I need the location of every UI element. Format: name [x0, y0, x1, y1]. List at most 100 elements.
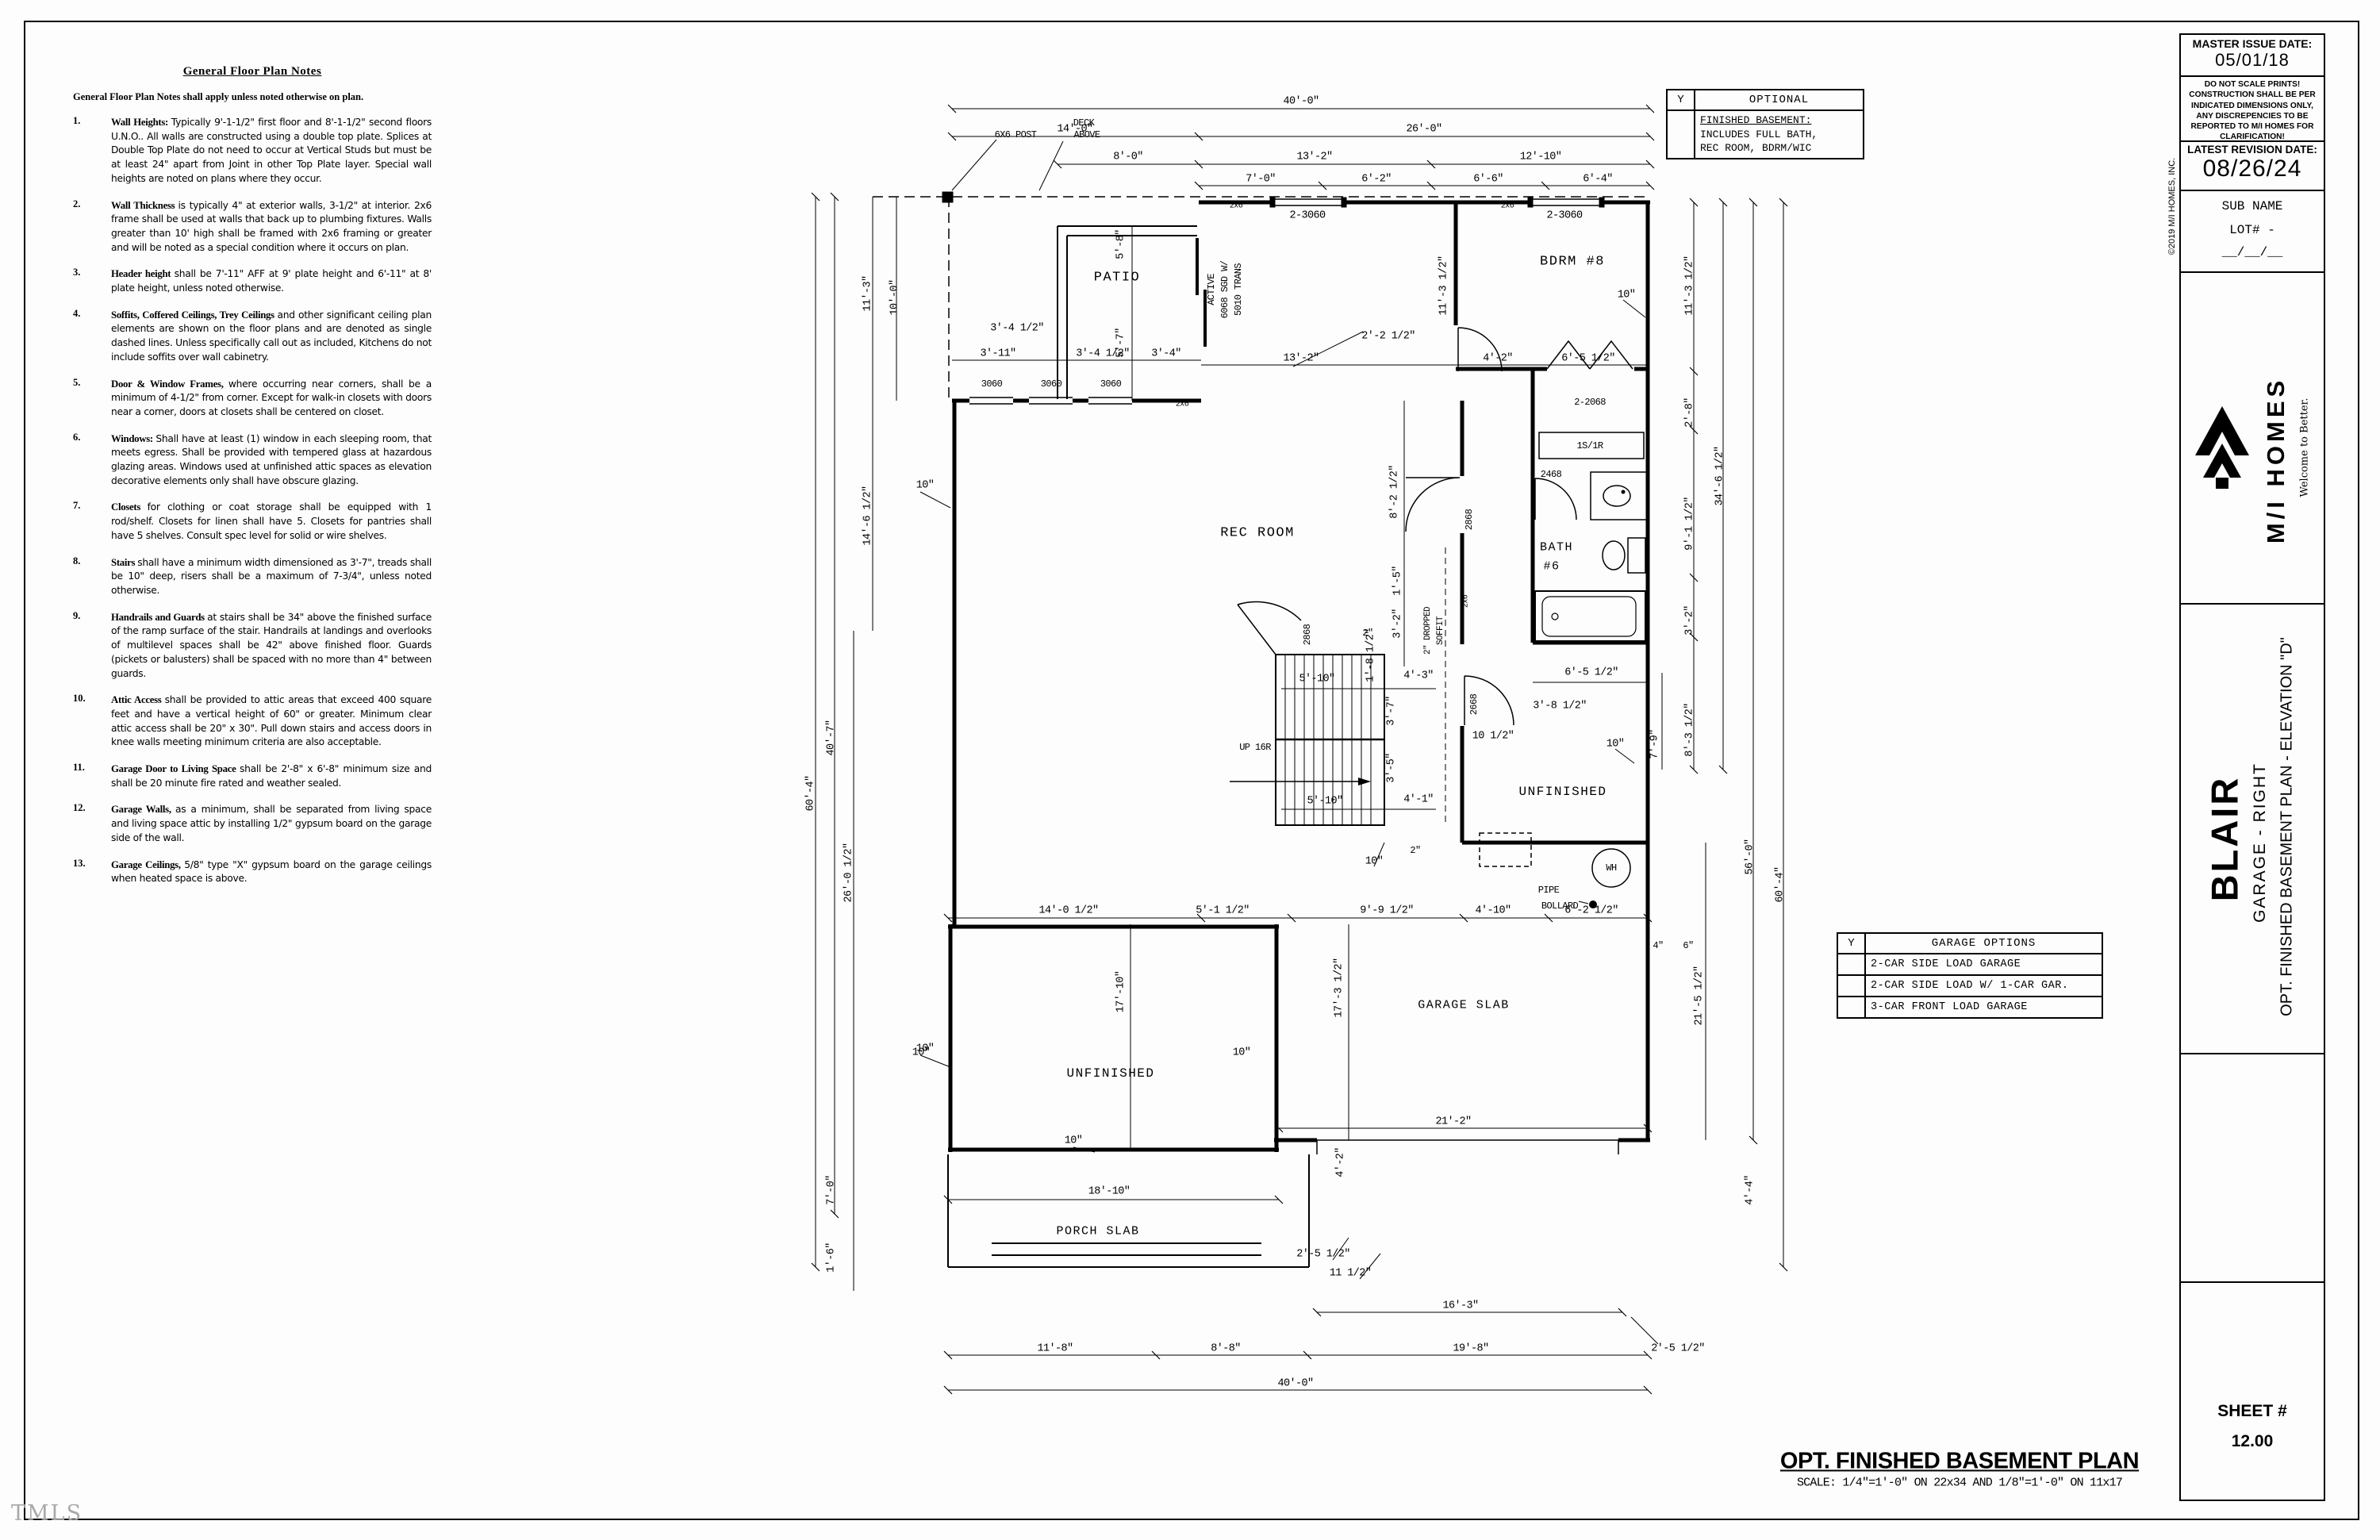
dim-label: 3'-7": [1385, 696, 1398, 726]
dim-label: 40'-0": [1277, 1377, 1314, 1390]
note-text: Garage Walls, as a minimum, shall be sep…: [111, 804, 432, 843]
dim-label: 1'-5": [1392, 566, 1404, 596]
dim-label: 4'-1": [1403, 793, 1434, 806]
note-text: Header height shall be 7'-11" AFF at 9' …: [111, 268, 432, 294]
dim-label: 2868: [1302, 624, 1313, 646]
note-item: 6. Windows: Shall have at least (1) windo…: [73, 432, 432, 489]
dim-label: 2'-5 1/2": [1651, 1342, 1705, 1355]
dim-label: 12'-10": [1519, 151, 1562, 163]
room-label-unfinished-right: UNFINISHED: [1518, 785, 1607, 799]
room-label-unfinished-left: UNFINISHED: [1066, 1066, 1155, 1081]
note-item: 2.Wall Thickness is typically 4" at exte…: [73, 198, 432, 255]
logo-box: M/I HOMES Welcome to Better.: [2181, 273, 2324, 605]
lot-number: LOT# -: [2229, 223, 2275, 237]
mi-homes-logo-mark: [2195, 406, 2249, 489]
optional-y-cell: Y: [1668, 90, 1695, 109]
dim-label: 8'-2 1/2": [1388, 465, 1401, 519]
dim-label: 2668: [1468, 693, 1480, 716]
dim-label: 2": [1362, 628, 1373, 639]
sheet-number: 12.00: [2231, 1432, 2274, 1450]
garage-y-cell: Y: [1838, 934, 1866, 953]
note-item: 5.Door & Window Frames, where occurring …: [73, 377, 432, 420]
dim-label: 6'-2": [1361, 173, 1392, 186]
dim-label: 8'-8": [1211, 1342, 1241, 1355]
dim-label: 2468: [1540, 469, 1562, 480]
dim-label: 11 1/2": [1329, 1267, 1372, 1280]
dim-label: ACTIVE: [1206, 274, 1217, 305]
dim-label: 60'-4": [1774, 866, 1787, 903]
dim-label: 7'-0": [825, 1175, 838, 1205]
model-box: BLAIR GARAGE - RIGHT OPT. FINISHED BASEM…: [2181, 605, 2324, 1054]
master-issue-label: MASTER ISSUE DATE:: [2192, 37, 2313, 50]
dim-label: 14'-0": [1057, 123, 1093, 136]
room-label-porch-slab: PORCH SLAB: [1056, 1224, 1140, 1239]
title-block: MASTER ISSUE DATE: 05/01/18 DO NOT SCALE…: [2179, 33, 2325, 1501]
note-number: 9.: [73, 609, 81, 621]
disclaimer-box: DO NOT SCALE PRINTS! CONSTRUCTION SHALL …: [2181, 77, 2324, 142]
dim-label: 3060: [1040, 378, 1062, 390]
note-number: 10.: [73, 693, 86, 705]
dim-label: 2x6: [1461, 594, 1471, 609]
garage-option-label: 2-CAR SIDE LOAD GARAGE: [1871, 958, 2021, 970]
garage-option-y-cell: [1838, 976, 1866, 996]
room-label-patio: PATIO: [1093, 270, 1141, 286]
note-text: Attic Access shall be provided to attic …: [111, 694, 432, 748]
garage-option-label: 3-CAR FRONT LOAD GARAGE: [1871, 1001, 2028, 1013]
brand-tagline: Welcome to Better.: [2298, 397, 2311, 497]
dim-label: 3'-11": [980, 348, 1016, 360]
garage-option-row: 2-CAR SIDE LOAD W/ 1-CAR GAR.: [1838, 976, 2102, 997]
dim-label: 14'-6 1/2": [862, 486, 874, 546]
note-number: 1.: [73, 115, 81, 126]
dim-label: 6'-5 1/2": [1564, 666, 1618, 679]
dim-label: 18'-10": [1088, 1185, 1130, 1198]
note-text: Stairs shall have a minimum width dimens…: [111, 556, 432, 596]
garage-option-y-cell: [1838, 997, 1866, 1017]
subname-box: SUB NAME LOT# - __/__/__: [2181, 191, 2324, 273]
note-item: 11.Garage Door to Living Space shall be …: [73, 762, 432, 790]
optional-finished-basement-box: Y OPTIONAL FINISHED BASEMENT: INCLUDES F…: [1666, 89, 1864, 159]
dim-label: 2x6: [1175, 400, 1189, 409]
dim-label: SOFFIT: [1436, 616, 1445, 646]
dim-label: 2-3060: [1289, 209, 1326, 222]
general-notes: General Floor Plan Notes General Floor P…: [73, 65, 432, 886]
dim-label: 7'-9": [1649, 729, 1661, 759]
dim-label: 10 1/2": [1472, 730, 1514, 743]
note-text: Windows: Shall have at least (1) window …: [111, 432, 432, 486]
deck-callout: ABOVE: [1073, 129, 1100, 140]
dim-label: 60'-4": [804, 775, 817, 812]
dim-label: 2-3060: [1546, 209, 1583, 222]
revision-box: LATEST REVISION DATE: 08/26/24: [2181, 142, 2324, 191]
optional-line2: INCLUDES FULL BATH,: [1700, 128, 1818, 140]
revision-label: LATEST REVISION DATE:: [2187, 144, 2317, 156]
note-item: 10. Attic Access shall be provided to att…: [73, 693, 432, 750]
room-label-bdrm8: BDRM #8: [1540, 254, 1605, 270]
garage-option-y-cell: [1838, 954, 1866, 974]
optional-y-blank: [1668, 111, 1695, 158]
drawing-scale: SCALE: 1/4"=1'-0" ON 22x34 AND 1/8"=1'-0…: [1796, 1476, 2123, 1490]
dim-label: 1S/1R: [1576, 440, 1603, 451]
room-label-bath6: #6: [1543, 559, 1560, 574]
note-number: 6.: [73, 431, 81, 443]
dim-label: 2x6: [1500, 202, 1514, 211]
note-number: 11.: [73, 762, 85, 774]
dim-label: 10": [1365, 855, 1384, 868]
dim-label: 10": [912, 1047, 931, 1059]
sheet-border: [24, 21, 2359, 1520]
watermark: TMLS: [11, 1501, 83, 1526]
note-item: 7.Closets for clothing or coat storage s…: [73, 500, 432, 543]
dim-label: 17'-10": [1115, 970, 1127, 1013]
garage-options-header: GARAGE OPTIONS: [1931, 937, 2036, 950]
dim-label: 5'-10": [1307, 795, 1343, 808]
dim-label: 11'-3 1/2": [1438, 255, 1450, 316]
dim-label: 2868: [1464, 509, 1475, 531]
note-number: 12.: [73, 802, 86, 814]
dim-label: 40'-0": [1283, 95, 1319, 108]
dim-label: 5'-8": [1115, 229, 1127, 259]
dim-label: 10'-0": [889, 279, 901, 316]
note-item: 12. Garage Walls, as a minimum, shall be …: [73, 802, 432, 845]
room-label-rec-room: REC ROOM: [1220, 525, 1295, 541]
dim-label: 11'-8": [1037, 1342, 1073, 1355]
dim-label: 4": [1653, 940, 1664, 951]
note-text: Wall Thickness is typically 4" at exteri…: [111, 199, 432, 253]
